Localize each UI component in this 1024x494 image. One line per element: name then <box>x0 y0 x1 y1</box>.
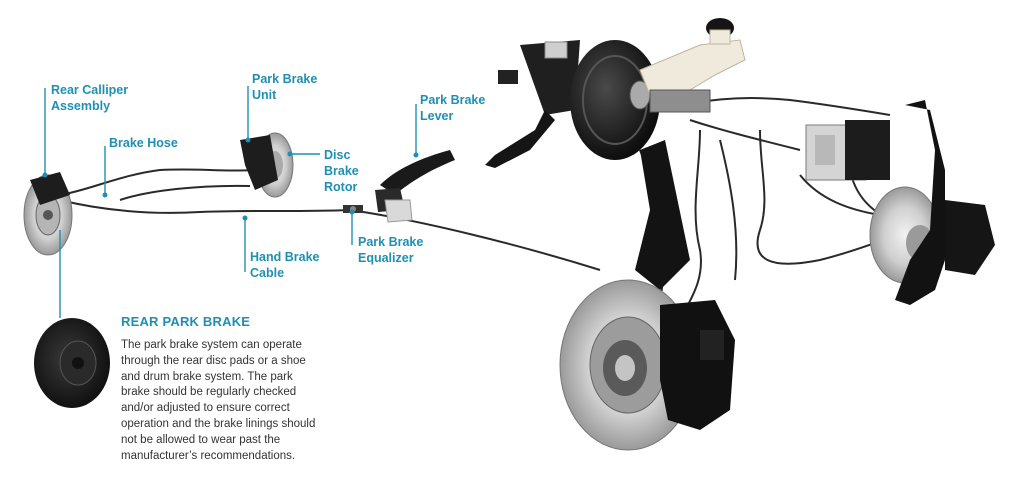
callout-rear-caliper-assembly: Rear Calliper Assembly <box>51 82 128 114</box>
callout-line: Park Brake <box>358 235 424 249</box>
callout-disc-brake-rotor: Disc Brake Rotor <box>324 147 359 195</box>
info-body: The park brake system can operate throug… <box>121 338 361 464</box>
callout-line: Rotor <box>324 180 358 194</box>
park-brake-unit-illustration <box>240 132 294 198</box>
info-line: through the rear disc pads or a shoe <box>121 354 306 367</box>
callout-line: Park Brake <box>252 72 318 86</box>
callout-brake-hose: Brake Hose <box>109 135 178 151</box>
abs-module-illustration <box>805 120 890 181</box>
callout-line: Unit <box>252 88 277 102</box>
callout-line: Cable <box>250 266 285 280</box>
pedal-assembly-illustration <box>485 40 580 168</box>
info-line: and drum brake system. The park <box>121 370 293 383</box>
callout-park-brake-lever: Park Brake Lever <box>420 92 485 124</box>
right-hub-illustration <box>869 100 995 305</box>
callout-line: Lever <box>420 109 454 123</box>
callout-line: Brake Hose <box>109 136 178 150</box>
front-strut-illustration <box>635 140 690 290</box>
info-line: brake should be regularly checked <box>121 386 297 399</box>
callout-park-brake-unit: Park Brake Unit <box>252 71 317 103</box>
info-line: The park brake system can operate <box>121 339 302 351</box>
callout-leaders <box>44 86 417 318</box>
info-line: and/or adjusted to ensure correct <box>121 402 290 415</box>
brake-drum-illustration <box>34 318 110 408</box>
info-line: manufacturer’s recommendations. <box>121 449 296 462</box>
master-cylinder-illustration <box>639 18 746 113</box>
callout-line: Brake <box>324 164 359 178</box>
brake-lines <box>59 97 901 321</box>
callout-park-brake-equalizer: Park Brake Equalizer <box>358 234 423 266</box>
info-title: REAR PARK BRAKE <box>121 314 251 329</box>
callout-dots <box>42 137 419 221</box>
callout-line: Park Brake <box>420 93 486 107</box>
callout-line: Disc <box>324 148 351 162</box>
callout-line: Rear Calliper <box>51 83 129 97</box>
info-line: operation and the brake linings should <box>121 417 316 430</box>
brake-booster-illustration <box>570 40 660 160</box>
callout-line: Hand Brake <box>250 250 320 264</box>
callout-line: Assembly <box>51 99 111 113</box>
callout-line: Equalizer <box>358 251 414 265</box>
info-line: not be allowed to wear past the <box>121 433 281 446</box>
callout-hand-brake-cable: Hand Brake Cable <box>250 249 319 281</box>
rear-caliper-illustration <box>23 172 73 256</box>
front-caliper-illustration <box>660 300 735 430</box>
park-brake-lever-illustration <box>375 150 455 223</box>
